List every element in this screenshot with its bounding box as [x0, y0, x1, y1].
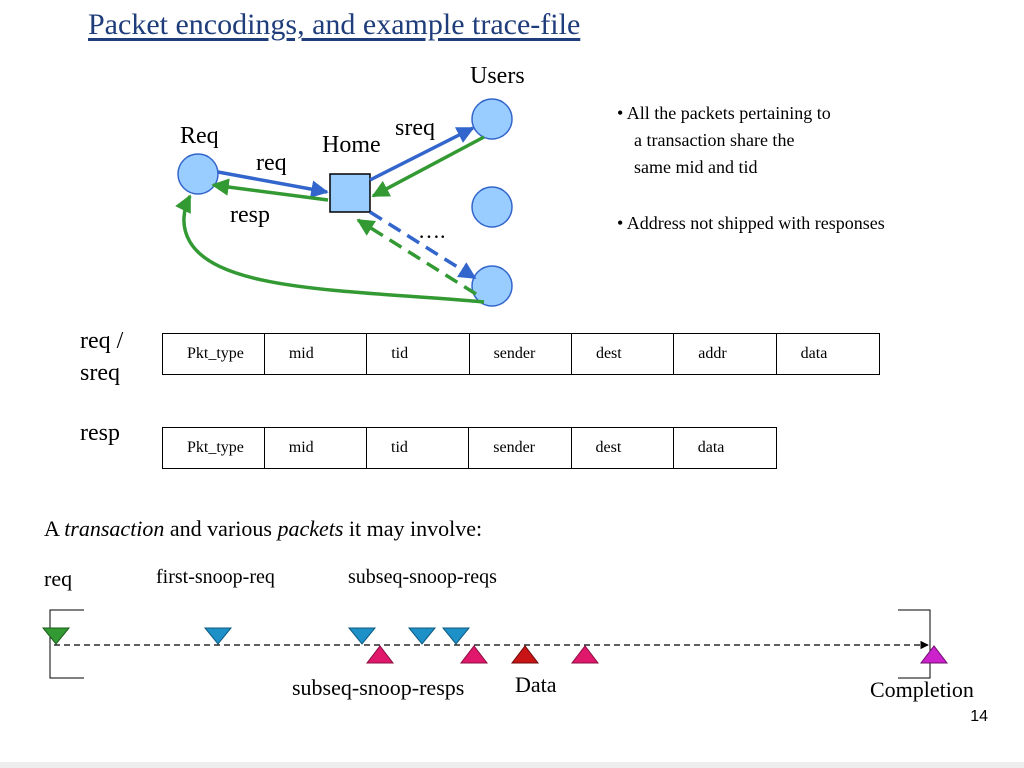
req-field-pkt-type: Pkt_type — [163, 334, 265, 374]
bullet-2: • Address not shipped with responses — [617, 213, 885, 233]
subseq-snoop-req-marker-2 — [407, 627, 437, 645]
intro-a: A — [44, 516, 59, 541]
user-node-2 — [471, 186, 513, 228]
transaction-intro: A transaction and various packets it may… — [44, 516, 482, 542]
req-arrow — [217, 170, 329, 198]
resp-field-dest: dest — [572, 428, 674, 468]
resp-arrow-label: resp — [230, 202, 270, 228]
req-field-sender: sender — [470, 334, 572, 374]
home-node — [329, 173, 371, 213]
subseq-snoop-resp-marker-3 — [570, 645, 600, 664]
req-sreq-label-1: req / — [80, 328, 124, 354]
data-label: Data — [515, 672, 557, 697]
subseq-snoop-req-marker-1 — [347, 627, 377, 645]
resp-field-sender: sender — [469, 428, 572, 468]
req-arrow-label: req — [256, 150, 287, 176]
page-title: Packet encodings, and example trace-file — [88, 8, 581, 41]
page-number: 14 — [970, 708, 988, 725]
subseq-snoop-resp-marker-2 — [459, 645, 489, 664]
bullet-1-line-2: a transaction share the — [634, 130, 795, 150]
req-field-data: data — [800, 345, 828, 362]
footer-bar — [0, 762, 1024, 768]
user-node-1 — [471, 98, 513, 140]
transaction-timeline — [41, 609, 949, 679]
sreq-arrow — [369, 126, 475, 182]
sresp-arrow — [371, 135, 485, 198]
sreq-label: sreq — [395, 115, 435, 141]
subseq-snoop-resps-label: subseq-snoop-resps — [292, 675, 465, 700]
subseq-snoop-resp-marker-1 — [365, 645, 395, 664]
start-bracket — [49, 609, 84, 679]
ellipsis-label: …. — [418, 218, 446, 243]
subseq-snoop-req-marker-3 — [441, 627, 471, 645]
req-field-addr: addr — [674, 334, 777, 374]
network-diagram: Users Req Home sreq req resp …. — [175, 63, 525, 307]
data-marker — [510, 645, 540, 664]
completion-label: Completion — [870, 677, 974, 702]
bullet-1: • All the packets pertaining to a transa… — [617, 100, 831, 181]
data-return-arrow — [175, 194, 485, 304]
req-marker — [41, 627, 71, 645]
dashed-sresp-arrow — [356, 218, 477, 296]
users-label: Users — [470, 63, 525, 89]
resp-field-mid: mid — [265, 428, 367, 468]
end-bracket — [898, 609, 931, 679]
req-field-tid: tid — [367, 334, 470, 374]
intro-end: it may involve: — [348, 516, 483, 541]
bullet-1-line-3: same mid and tid — [634, 157, 758, 177]
first-snoop-req-marker — [203, 627, 233, 645]
req-sreq-label-2: sreq — [80, 360, 120, 386]
resp-packet-label: resp — [80, 420, 120, 446]
req-field-dest: dest — [572, 334, 675, 374]
user-node-3 — [471, 265, 513, 307]
intro-packets: packets — [277, 516, 344, 541]
req-node-label: Req — [180, 123, 219, 149]
resp-field-pkt-type: Pkt_type — [163, 428, 265, 468]
first-snoop-req-label: first-snoop-req — [156, 566, 275, 588]
intro-transaction: transaction — [64, 516, 165, 541]
completion-marker — [919, 645, 949, 664]
intro-mid: and various — [169, 516, 272, 541]
subseq-snoop-reqs-label: subseq-snoop-reqs — [348, 566, 497, 588]
req-field-mid: mid — [265, 334, 368, 374]
home-label: Home — [322, 132, 381, 158]
resp-field-data: data — [697, 439, 725, 456]
bullet-1-line-1: • All the packets pertaining to — [617, 103, 831, 123]
req-node — [177, 153, 219, 195]
timeline-req-label: req — [44, 566, 73, 591]
resp-field-tid: tid — [367, 428, 470, 468]
resp-arrow — [211, 178, 329, 202]
